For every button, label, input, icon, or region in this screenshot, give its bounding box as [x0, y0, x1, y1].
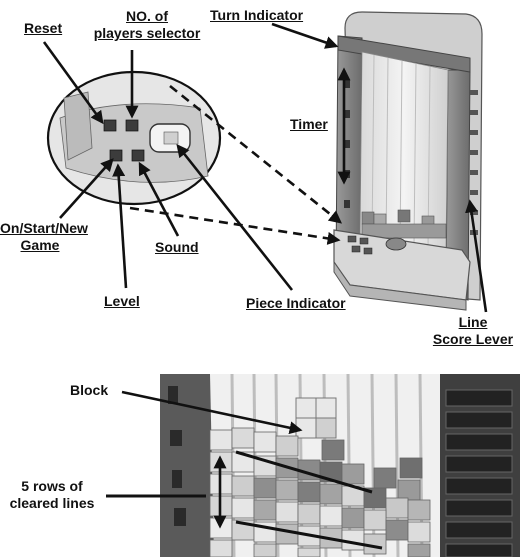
on-start-label-line2: Game — [20, 237, 60, 253]
reset-label: Reset — [24, 20, 63, 36]
cleared-lines-label-line2: cleared lines — [9, 495, 95, 511]
playfield-closeup — [160, 373, 520, 557]
level-label: Level — [104, 293, 140, 309]
line-score-label-line1: Line — [458, 314, 488, 330]
cleared-lines-label-line1: 5 rows of — [21, 478, 83, 494]
line-score-label-line2: Score Lever — [432, 331, 514, 347]
cleared-lines-label: 5 rows of cleared lines — [0, 478, 104, 512]
block-label: Block — [70, 382, 109, 398]
on-start-label-line1: On/Start/New — [0, 220, 88, 236]
players-selector-label-line1: NO. of — [126, 8, 168, 24]
players-selector-label: NO. of players selector — [84, 8, 210, 42]
timer-label: Timer — [290, 116, 328, 132]
handheld-device — [333, 11, 483, 311]
control-zoom — [46, 70, 222, 206]
turn-indicator-label: Turn Indicator — [210, 7, 304, 23]
line-score-lever-label: Line Score Lever — [426, 314, 520, 348]
piece-indicator-label: Piece Indicator — [246, 295, 346, 311]
sound-label: Sound — [155, 239, 199, 255]
players-selector-label-line2: players selector — [93, 25, 201, 41]
on-start-new-game-label: On/Start/New Game — [0, 220, 88, 254]
